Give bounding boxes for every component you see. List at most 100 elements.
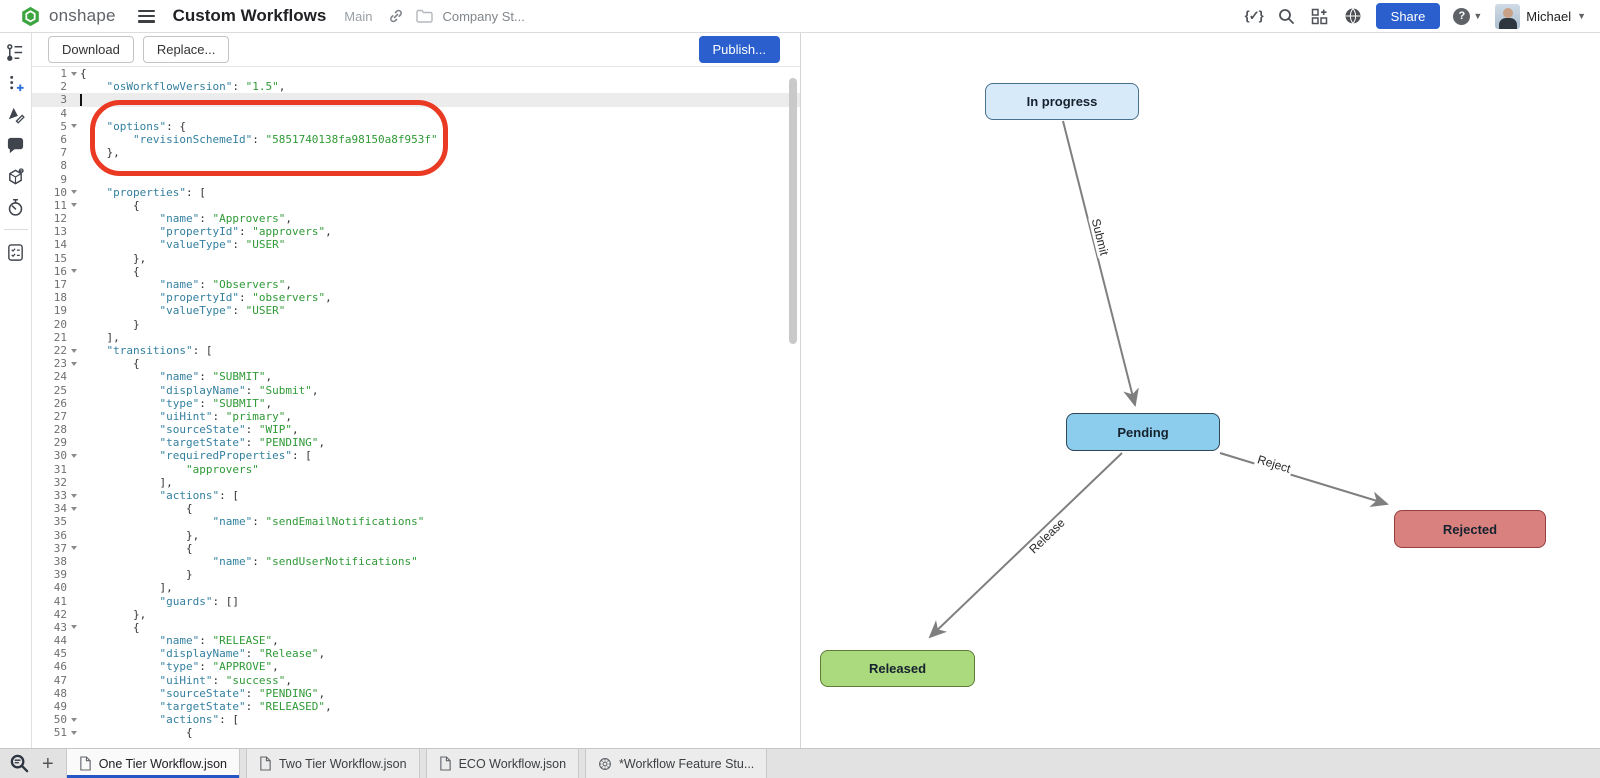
line-number[interactable]: 35 bbox=[53, 515, 67, 529]
line-number[interactable]: 41 bbox=[53, 594, 67, 608]
code-line[interactable]: 5 "options": { bbox=[32, 120, 800, 133]
braces-check-icon[interactable]: {✓} bbox=[1244, 8, 1264, 23]
line-number[interactable]: 26 bbox=[53, 396, 67, 410]
line-number[interactable]: 42 bbox=[53, 607, 67, 621]
code-line[interactable]: 9 bbox=[32, 173, 800, 186]
code-line[interactable]: 18 "propertyId": "observers", bbox=[32, 291, 800, 304]
code-line[interactable]: 12 "name": "Approvers", bbox=[32, 212, 800, 225]
code-line[interactable]: 38 "name": "sendUserNotifications" bbox=[32, 555, 800, 568]
code-line[interactable]: 50 "actions": [ bbox=[32, 713, 800, 726]
code-line[interactable]: 16 { bbox=[32, 265, 800, 278]
code-line[interactable]: 19 "valueType": "USER" bbox=[32, 304, 800, 317]
edit-annotate-icon[interactable] bbox=[5, 103, 27, 125]
branch-label[interactable]: Main bbox=[344, 8, 373, 24]
help-cube-icon[interactable]: ? bbox=[5, 165, 27, 187]
line-number[interactable]: 16 bbox=[32, 265, 80, 278]
line-number[interactable]: 48 bbox=[53, 686, 67, 700]
line-number[interactable]: 4 bbox=[60, 106, 67, 120]
code-line[interactable]: 36 }, bbox=[32, 529, 800, 542]
stopwatch-icon[interactable] bbox=[5, 196, 27, 218]
line-number[interactable]: 13 bbox=[53, 225, 67, 239]
add-tab-button[interactable]: + bbox=[42, 752, 54, 775]
link-icon[interactable] bbox=[386, 6, 406, 26]
line-number[interactable]: 17 bbox=[53, 278, 67, 291]
line-number[interactable]: 7 bbox=[60, 146, 67, 160]
state-node-in-progress[interactable]: In progress bbox=[985, 83, 1139, 120]
code-line[interactable]: 31 "approvers" bbox=[32, 463, 800, 476]
line-number[interactable]: 29 bbox=[53, 436, 67, 450]
code-line[interactable]: 22 "transitions": [ bbox=[32, 344, 800, 357]
replace-button[interactable]: Replace... bbox=[142, 36, 230, 63]
code-line[interactable]: 40 ], bbox=[32, 581, 800, 594]
help-menu[interactable]: ? ▼ bbox=[1453, 7, 1482, 25]
avatar[interactable] bbox=[1495, 3, 1521, 29]
editor-scrollbar[interactable] bbox=[789, 71, 798, 744]
code-search-icon[interactable] bbox=[8, 753, 30, 775]
hamburger-menu-icon[interactable] bbox=[137, 9, 155, 23]
code-line[interactable]: 6 "revisionSchemeId": "5851740138fa98150… bbox=[32, 133, 800, 146]
line-number[interactable]: 44 bbox=[53, 634, 67, 648]
user-menu[interactable]: Michael ▼ bbox=[1495, 3, 1586, 29]
download-button[interactable]: Download bbox=[48, 36, 134, 63]
code-line[interactable]: 48 "sourceState": "PENDING", bbox=[32, 687, 800, 700]
code-line[interactable]: 2 "osWorkflowVersion": "1.5", bbox=[32, 80, 800, 93]
code-line[interactable]: 49 "targetState": "RELEASED", bbox=[32, 700, 800, 713]
comment-icon[interactable] bbox=[5, 134, 27, 156]
code-line[interactable]: 28 "sourceState": "WIP", bbox=[32, 423, 800, 436]
line-number[interactable]: 19 bbox=[53, 304, 67, 318]
share-button[interactable]: Share bbox=[1375, 3, 1441, 29]
code-line[interactable]: 35 "name": "sendEmailNotifications" bbox=[32, 515, 800, 528]
code-line[interactable]: 3 bbox=[32, 93, 800, 107]
code-line[interactable]: 4 bbox=[32, 107, 800, 120]
line-number[interactable]: 47 bbox=[53, 673, 67, 687]
code-line[interactable]: 37 { bbox=[32, 542, 800, 555]
line-number[interactable]: 43 bbox=[32, 621, 80, 634]
code-line[interactable]: 27 "uiHint": "primary", bbox=[32, 410, 800, 423]
code-line[interactable]: 23 { bbox=[32, 357, 800, 370]
line-number[interactable]: 28 bbox=[53, 423, 67, 437]
line-number[interactable]: 40 bbox=[53, 581, 67, 595]
line-number[interactable]: 6 bbox=[60, 132, 67, 146]
state-node-released[interactable]: Released bbox=[820, 650, 975, 687]
line-number[interactable]: 46 bbox=[53, 660, 67, 674]
code-line[interactable]: 14 "valueType": "USER" bbox=[32, 238, 800, 251]
scrollbar-thumb[interactable] bbox=[789, 78, 797, 344]
line-number[interactable]: 1 bbox=[32, 67, 80, 80]
line-number[interactable]: 24 bbox=[53, 370, 67, 384]
line-number[interactable]: 36 bbox=[53, 528, 67, 542]
line-number[interactable]: 51 bbox=[32, 726, 80, 739]
onshape-logo-icon[interactable] bbox=[20, 6, 41, 27]
line-number[interactable]: 18 bbox=[53, 291, 67, 305]
line-number[interactable]: 33 bbox=[32, 489, 80, 502]
code-line[interactable]: 43 { bbox=[32, 621, 800, 634]
code-line[interactable]: 34 { bbox=[32, 502, 800, 515]
line-number[interactable]: 20 bbox=[53, 317, 67, 331]
line-number[interactable]: 5 bbox=[32, 120, 80, 133]
state-node-rejected[interactable]: Rejected bbox=[1394, 510, 1546, 548]
code-line[interactable]: 25 "displayName": "Submit", bbox=[32, 384, 800, 397]
app-grid-plus-icon[interactable] bbox=[1310, 6, 1330, 26]
code-line[interactable]: 45 "displayName": "Release", bbox=[32, 647, 800, 660]
line-number[interactable]: 45 bbox=[53, 647, 67, 661]
code-line[interactable]: 21 ], bbox=[32, 331, 800, 344]
line-number[interactable]: 34 bbox=[32, 502, 80, 515]
transition-edge[interactable] bbox=[1062, 120, 1139, 407]
line-number[interactable]: 2 bbox=[60, 80, 67, 94]
code-line[interactable]: 32 ], bbox=[32, 476, 800, 489]
version-graph-icon[interactable] bbox=[5, 41, 27, 63]
code-line[interactable]: 39 } bbox=[32, 568, 800, 581]
document-tab-2[interactable]: Two Tier Workflow.json bbox=[245, 749, 420, 778]
line-number[interactable]: 21 bbox=[53, 330, 67, 344]
line-number[interactable]: 3 bbox=[60, 93, 67, 107]
search-icon[interactable] bbox=[1277, 6, 1297, 26]
checklist-icon[interactable] bbox=[5, 241, 27, 263]
line-number[interactable]: 8 bbox=[60, 159, 67, 173]
line-number[interactable]: 15 bbox=[53, 251, 67, 265]
code-line[interactable]: 42 }, bbox=[32, 608, 800, 621]
line-number[interactable]: 39 bbox=[53, 568, 67, 582]
globe-icon[interactable] bbox=[1343, 6, 1363, 26]
line-number[interactable]: 37 bbox=[32, 542, 80, 555]
code-line[interactable]: 46 "type": "APPROVE", bbox=[32, 660, 800, 673]
code-line[interactable]: 26 "type": "SUBMIT", bbox=[32, 397, 800, 410]
